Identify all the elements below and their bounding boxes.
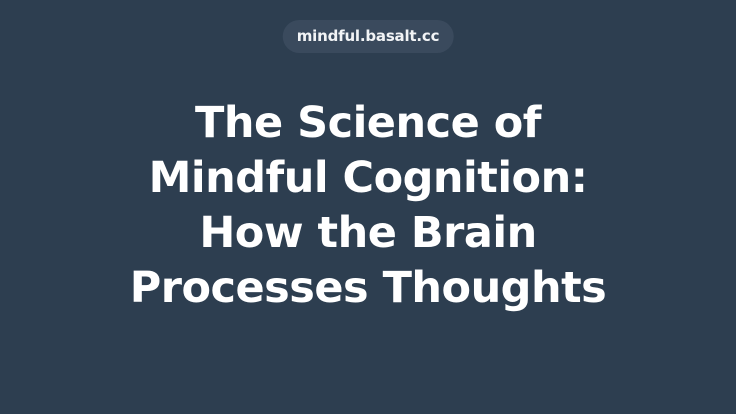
title-line-2: Mindful Cognition: xyxy=(148,153,588,203)
title-line-3: How the Brain xyxy=(199,208,537,258)
site-domain-badge[interactable]: mindful.basalt.cc xyxy=(282,20,454,53)
article-title: The Science of Mindful Cognition: How th… xyxy=(0,96,736,316)
title-line-1: The Science of xyxy=(195,98,541,148)
title-line-4: Processes Thoughts xyxy=(129,263,607,313)
